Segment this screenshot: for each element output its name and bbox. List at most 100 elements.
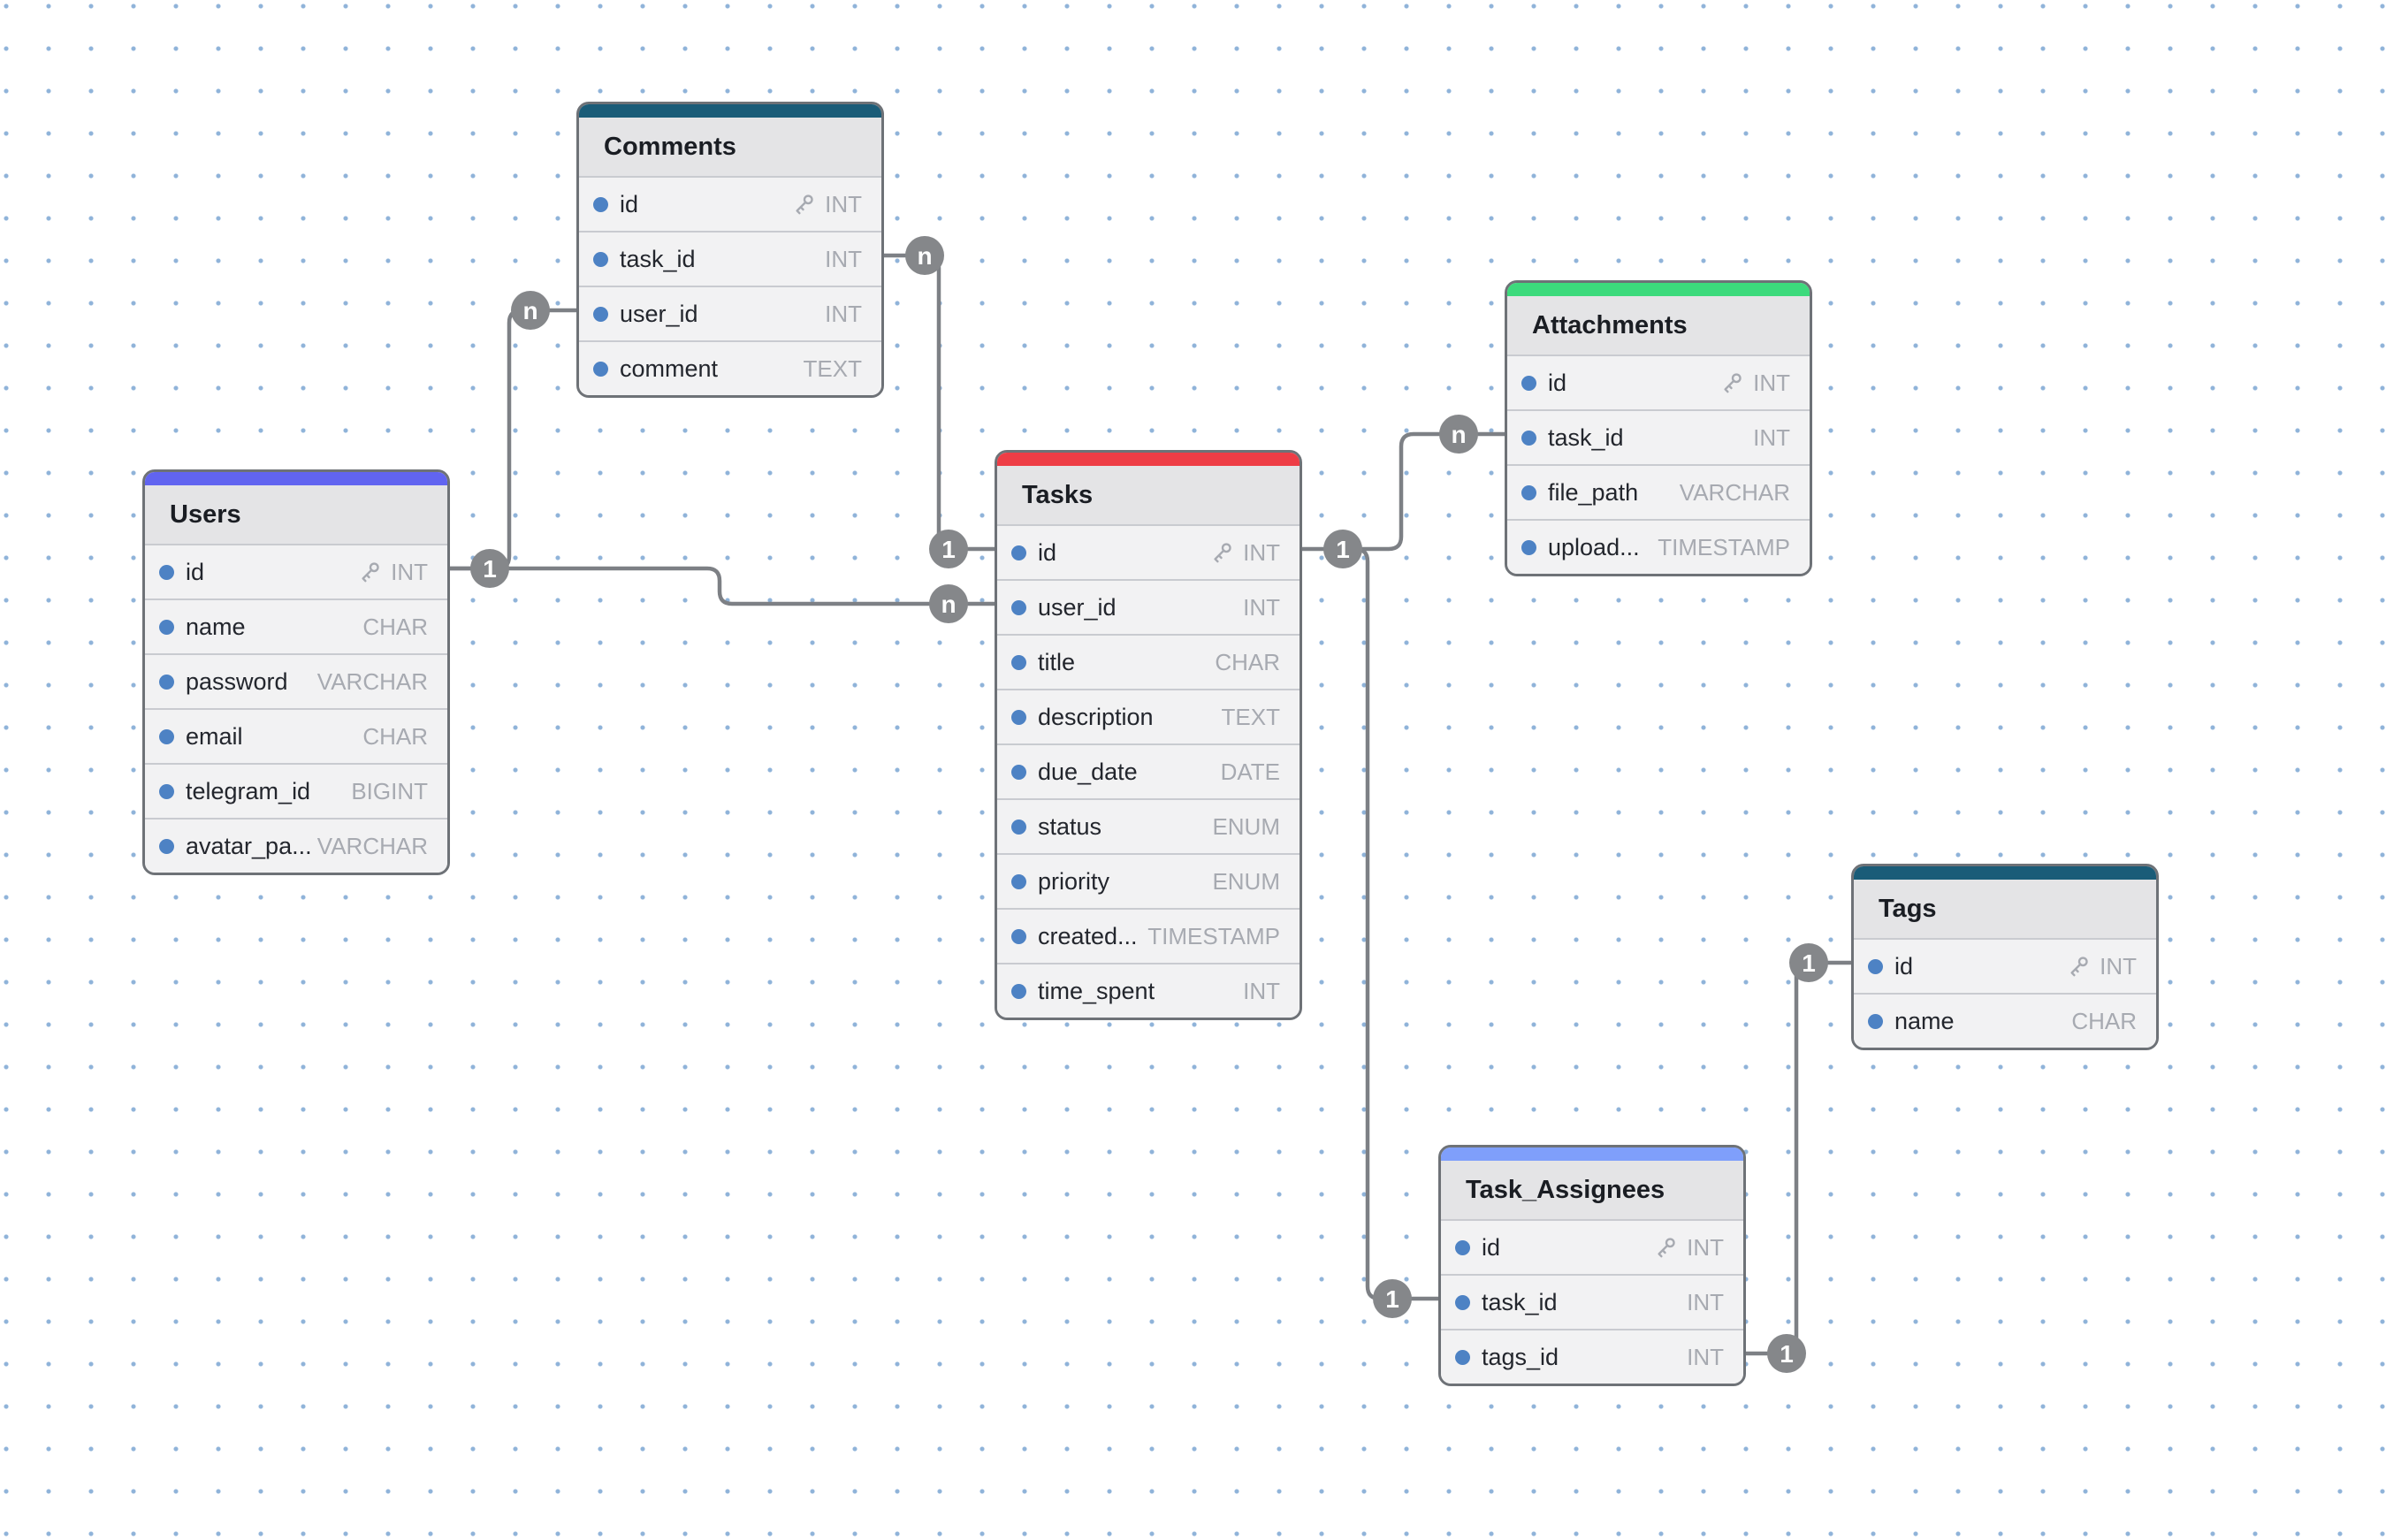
field-type-text: DATE — [1220, 758, 1280, 785]
field-name: task_id — [620, 245, 696, 272]
field-row-task_assignees-id[interactable]: id INT — [1441, 1219, 1743, 1274]
field-row-tasks-description[interactable]: description TEXT — [997, 689, 1300, 743]
field-type-text: TIMESTAMP — [1147, 922, 1280, 949]
field-name: title — [1038, 648, 1076, 675]
field-dot-icon — [593, 361, 608, 377]
svg-text:1: 1 — [1780, 1340, 1794, 1368]
field-dot-icon — [593, 306, 608, 322]
field-name: tags_id — [1482, 1343, 1559, 1370]
cardinality-badge: 1 — [1323, 530, 1362, 568]
table-comments[interactable]: Comments id INT task_id INT user_id INT … — [576, 102, 884, 398]
field-dot-icon — [1011, 873, 1026, 889]
relationship-Task_Assignees.tags_id-Tags.id[interactable] — [1741, 960, 1851, 1356]
relationship-Users.id-Comments.user_id[interactable] — [445, 308, 576, 571]
field-name: id — [1548, 369, 1567, 396]
key-icon — [362, 562, 379, 583]
field-type: INT — [1753, 424, 1790, 452]
field-row-comments-task_id[interactable]: task_id INT — [579, 231, 881, 286]
field-type: VARCHAR — [1680, 479, 1790, 507]
cardinality-badge: 1 — [929, 530, 968, 568]
field-row-users-id[interactable]: id INT — [145, 544, 447, 598]
field-type: ENUM — [1212, 813, 1280, 841]
field-type-text: CHAR — [362, 613, 428, 640]
table-header-strip — [1441, 1147, 1743, 1161]
field-name: file_path — [1548, 478, 1639, 506]
field-name: time_spent — [1038, 977, 1155, 1004]
field-row-users-name[interactable]: name CHAR — [145, 598, 447, 653]
field-name: telegram_id — [186, 777, 311, 804]
cardinality-badge: n — [905, 236, 944, 275]
relationship-Comments.task_id-Tasks.id[interactable] — [879, 253, 995, 552]
field-name: id — [1482, 1233, 1501, 1261]
field-row-task_assignees-task_id[interactable]: task_id INT — [1441, 1274, 1743, 1329]
table-title: Comments — [579, 118, 881, 176]
field-dot-icon — [1011, 545, 1026, 560]
field-name: comment — [620, 355, 719, 382]
field-dot-icon — [1011, 599, 1026, 615]
field-dot-icon — [1011, 764, 1026, 780]
field-type: INT — [825, 301, 862, 328]
field-dot-icon — [159, 564, 174, 580]
field-type-text: INT — [1753, 369, 1790, 396]
field-row-tasks-status[interactable]: status ENUM — [997, 798, 1300, 853]
field-type: INT — [356, 559, 428, 586]
field-row-attachments-id[interactable]: id INT — [1507, 355, 1810, 409]
table-tags[interactable]: Tags id INT name CHAR — [1851, 864, 2159, 1050]
field-type-text: INT — [1243, 538, 1280, 566]
field-row-comments-id[interactable]: id INT — [579, 176, 881, 231]
field-row-tags-name[interactable]: name CHAR — [1854, 993, 2156, 1048]
field-row-attachments-file_path[interactable]: file_path VARCHAR — [1507, 464, 1810, 519]
field-row-tasks-time_spent[interactable]: time_spent INT — [997, 963, 1300, 1018]
field-type-text: INT — [1687, 1343, 1724, 1370]
field-dot-icon — [1521, 375, 1536, 391]
table-header-strip — [579, 104, 881, 118]
field-name: email — [186, 722, 243, 750]
field-row-tasks-created[interactable]: created... TIMESTAMP — [997, 908, 1300, 963]
field-type: INT — [1687, 1344, 1724, 1371]
table-title: Attachments — [1507, 296, 1810, 355]
field-row-users-telegram_id[interactable]: telegram_id BIGINT — [145, 763, 447, 818]
field-type-text: CHAR — [2071, 1007, 2137, 1034]
field-name: created... — [1038, 922, 1138, 949]
field-row-attachments-task_id[interactable]: task_id INT — [1507, 409, 1810, 464]
field-dot-icon — [593, 251, 608, 267]
field-row-attachments-upload[interactable]: upload... TIMESTAMP — [1507, 519, 1810, 574]
field-name: avatar_pa... — [186, 832, 312, 859]
field-row-tasks-due_date[interactable]: due_date DATE — [997, 743, 1300, 798]
field-dot-icon — [1868, 1013, 1883, 1029]
field-row-comments-user_id[interactable]: user_id INT — [579, 286, 881, 340]
field-row-users-avatar_pa[interactable]: avatar_pa... VARCHAR — [145, 818, 447, 873]
field-type: CHAR — [1215, 649, 1280, 676]
cardinality-badge: n — [929, 584, 968, 623]
field-row-users-password[interactable]: password VARCHAR — [145, 653, 447, 708]
field-name: task_id — [1482, 1288, 1558, 1315]
field-row-users-email[interactable]: email CHAR — [145, 708, 447, 763]
cardinality-badge: 1 — [470, 549, 509, 588]
field-row-tasks-priority[interactable]: priority ENUM — [997, 853, 1300, 908]
field-row-task_assignees-tags_id[interactable]: tags_id INT — [1441, 1329, 1743, 1384]
field-row-tasks-user_id[interactable]: user_id INT — [997, 579, 1300, 634]
field-name: name — [186, 613, 246, 640]
field-type-text: INT — [391, 558, 428, 585]
field-row-tasks-id[interactable]: id INT — [997, 524, 1300, 579]
cardinality-badge: 1 — [1789, 943, 1828, 982]
relationship-Users.id-Tasks.user_id[interactable] — [445, 566, 995, 606]
table-users[interactable]: Users id INT name CHAR password VARCHAR … — [142, 469, 450, 875]
field-type: ENUM — [1212, 868, 1280, 896]
table-attachments[interactable]: Attachments id INT task_id INT file_path… — [1505, 280, 1812, 576]
field-name: task_id — [1548, 423, 1624, 451]
field-row-tags-id[interactable]: id INT — [1854, 938, 2156, 993]
table-task_assignees[interactable]: Task_Assignees id INT task_id INT tags_i… — [1438, 1145, 1746, 1386]
table-tasks[interactable]: Tasks id INT user_id INT title CHAR desc… — [995, 450, 1302, 1020]
field-row-tasks-title[interactable]: title CHAR — [997, 634, 1300, 689]
table-header-strip — [997, 453, 1300, 466]
field-type: INT — [1652, 1234, 1724, 1262]
field-type-text: TEXT — [1221, 703, 1280, 730]
field-type: INT — [825, 246, 862, 273]
relationship-Tasks.id-Attachments.task_id[interactable] — [1297, 431, 1505, 552]
field-type-text: VARCHAR — [316, 667, 428, 695]
relationship-Tasks.id-Task_Assignees.task_id[interactable] — [1354, 546, 1438, 1301]
field-row-comments-comment[interactable]: comment TEXT — [579, 340, 881, 395]
